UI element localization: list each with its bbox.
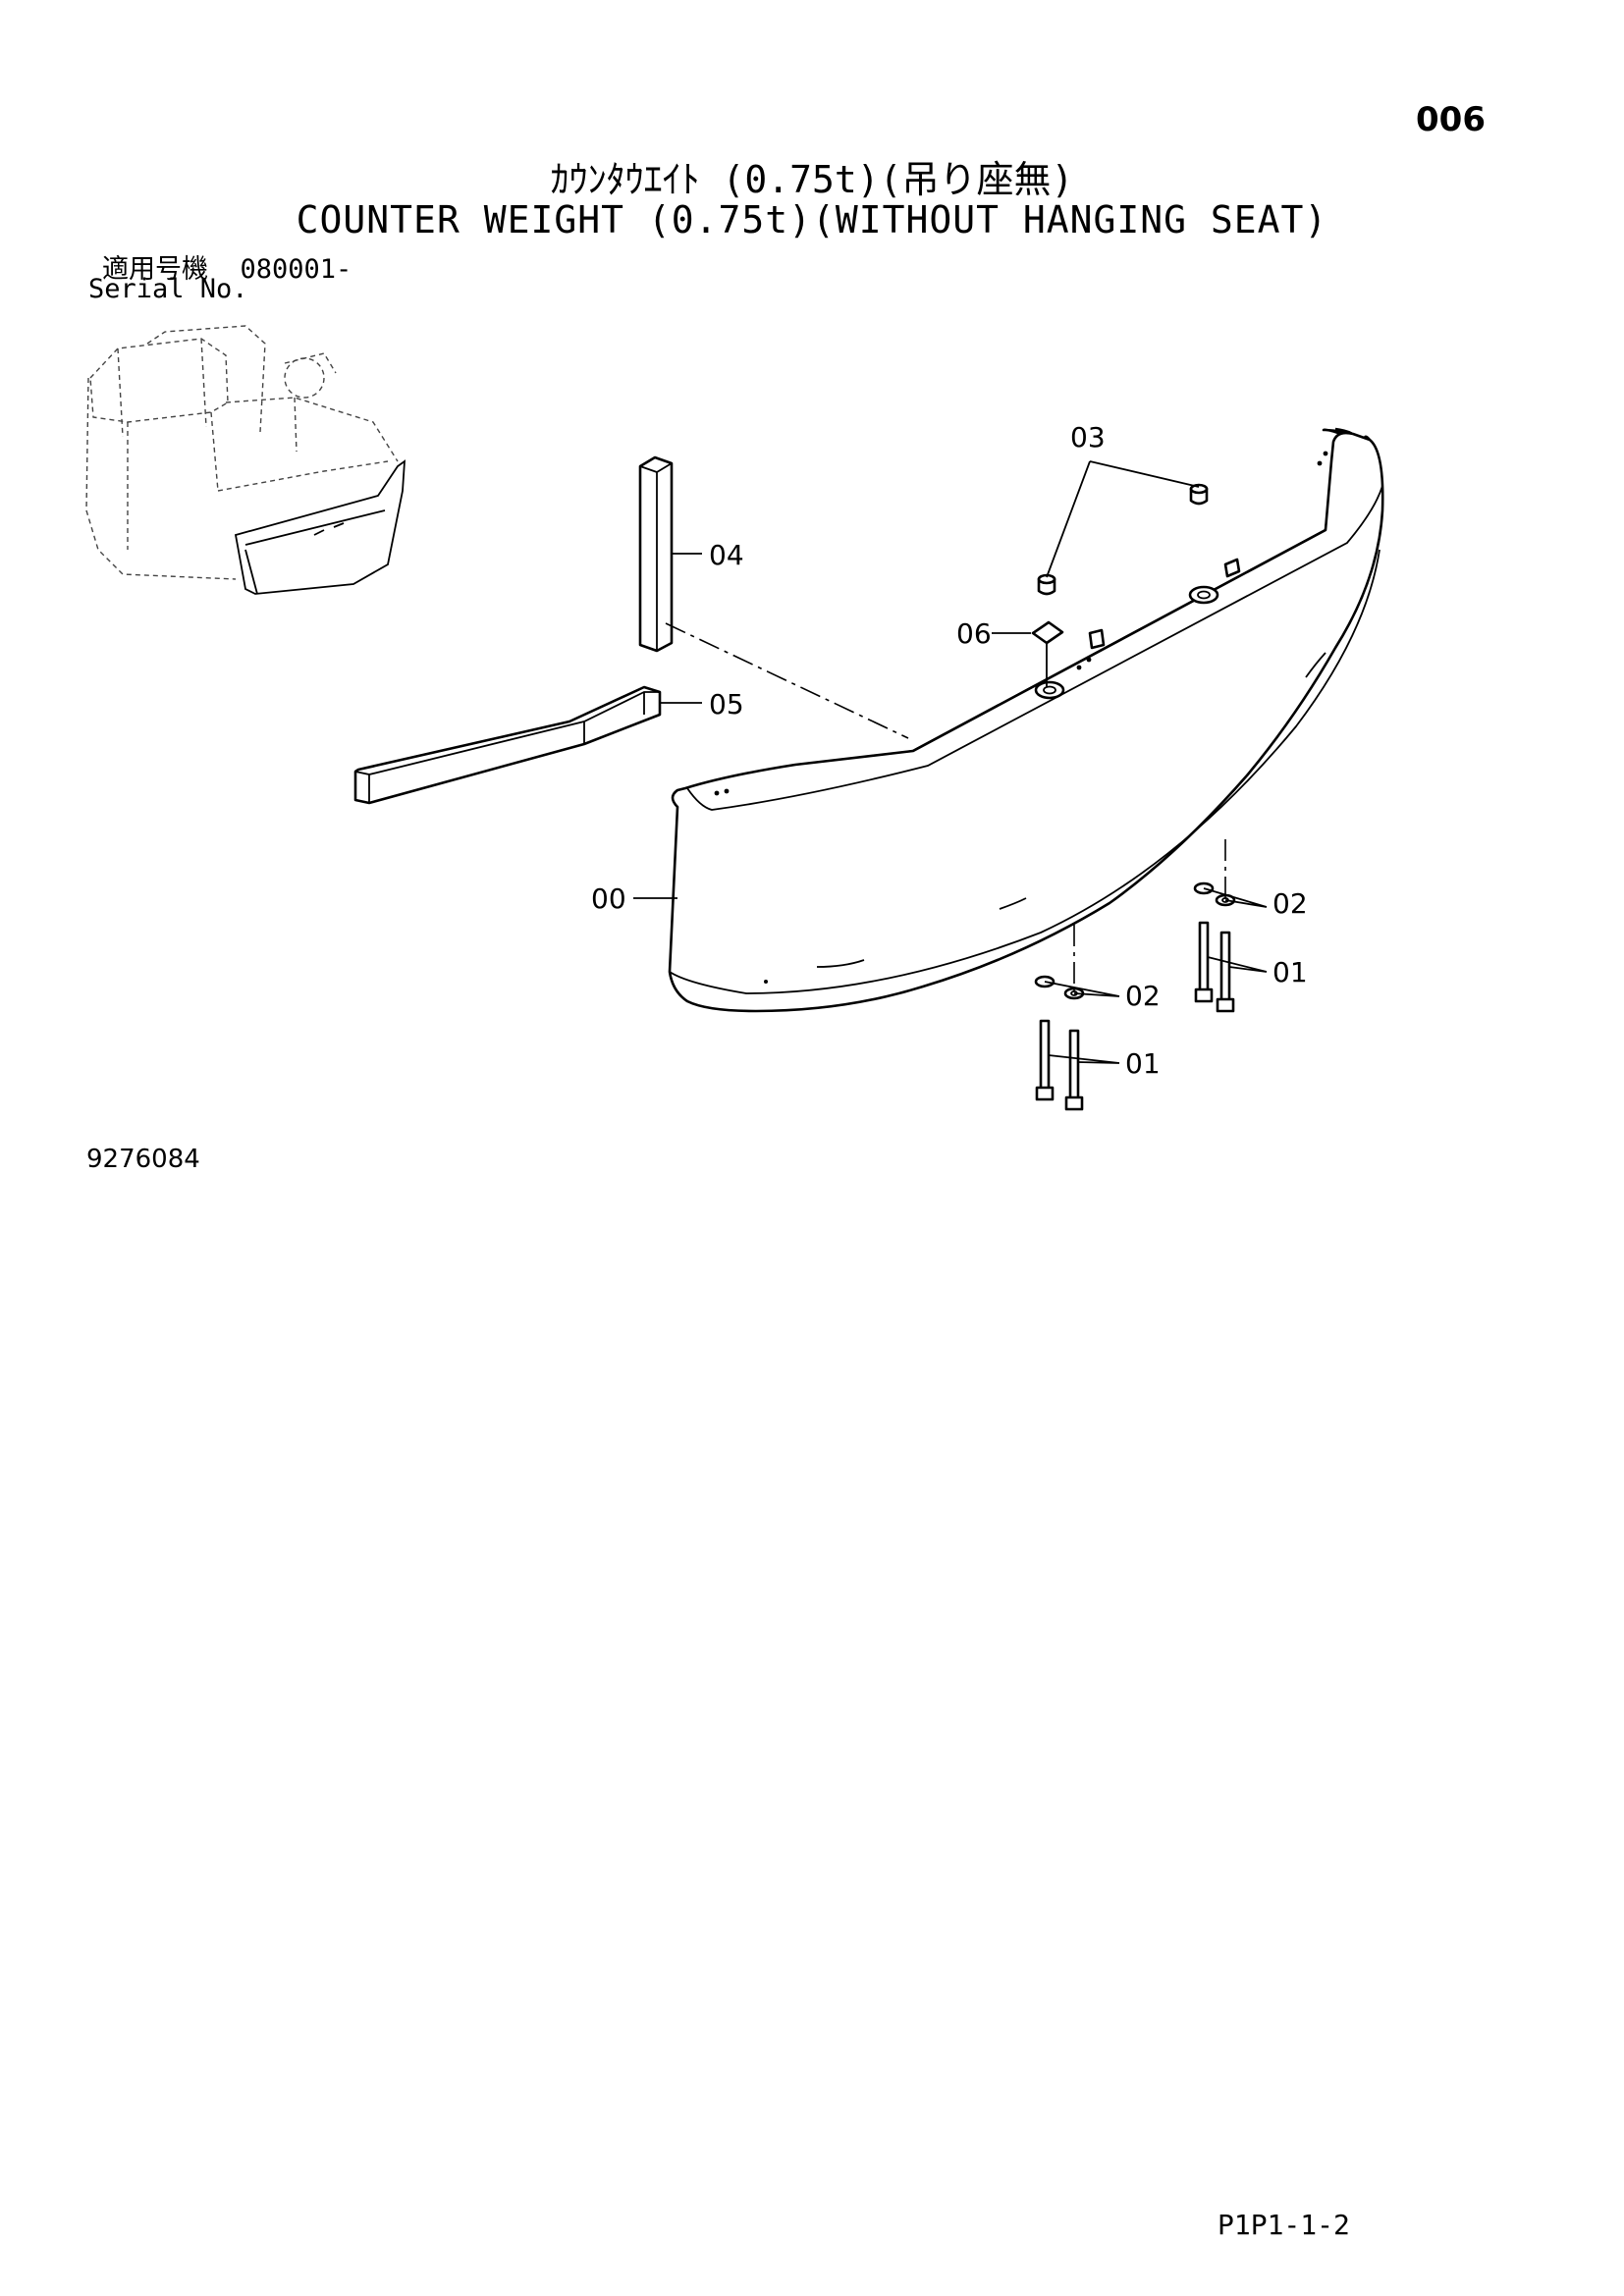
seat-part-06 [1031,620,1064,687]
bolt-part-01-left-set [1035,1019,1084,1111]
page-number: 006 [1416,100,1486,139]
drawing-number: 9276084 [86,1145,200,1174]
callout-05: 05 [709,688,744,721]
serial-label-japanese: 適用号機 [102,254,208,285]
callout-02-left: 02 [1125,980,1161,1012]
serial-number-value: 080001- [240,254,352,285]
callout-06: 06 [956,617,992,650]
callout-04: 04 [709,539,744,571]
callout-01-left: 01 [1125,1047,1161,1080]
callout-02-right: 02 [1272,887,1308,920]
title-english: COUNTER WEIGHT (0.75t)(WITHOUT HANGING S… [296,198,1328,241]
callout-03: 03 [1070,421,1106,454]
serial-number-row: 適用号機 080001- [102,247,352,286]
title-japanese: ｶｳﾝﾀｳｴｲﾄ (0.75t)(吊り座無) [550,158,1074,201]
assembly-center-lines [665,622,1226,991]
serial-label-english: Serial No. [88,274,248,304]
bar-part-04 [638,455,674,653]
page-code: P1P1-1-2 [1218,2209,1350,2241]
callout-leader-lines [633,460,1268,1064]
callout-00: 00 [591,882,626,915]
plug-part-03 [1037,483,1209,596]
washer-part-02-right-set [1193,881,1236,907]
bar-part-05 [353,685,662,805]
callout-01-right: 01 [1272,956,1308,988]
counter-weight-body [668,427,1384,1013]
excavator-thumbnail-icon [85,325,406,595]
bolt-part-01-right-set [1194,921,1235,1013]
